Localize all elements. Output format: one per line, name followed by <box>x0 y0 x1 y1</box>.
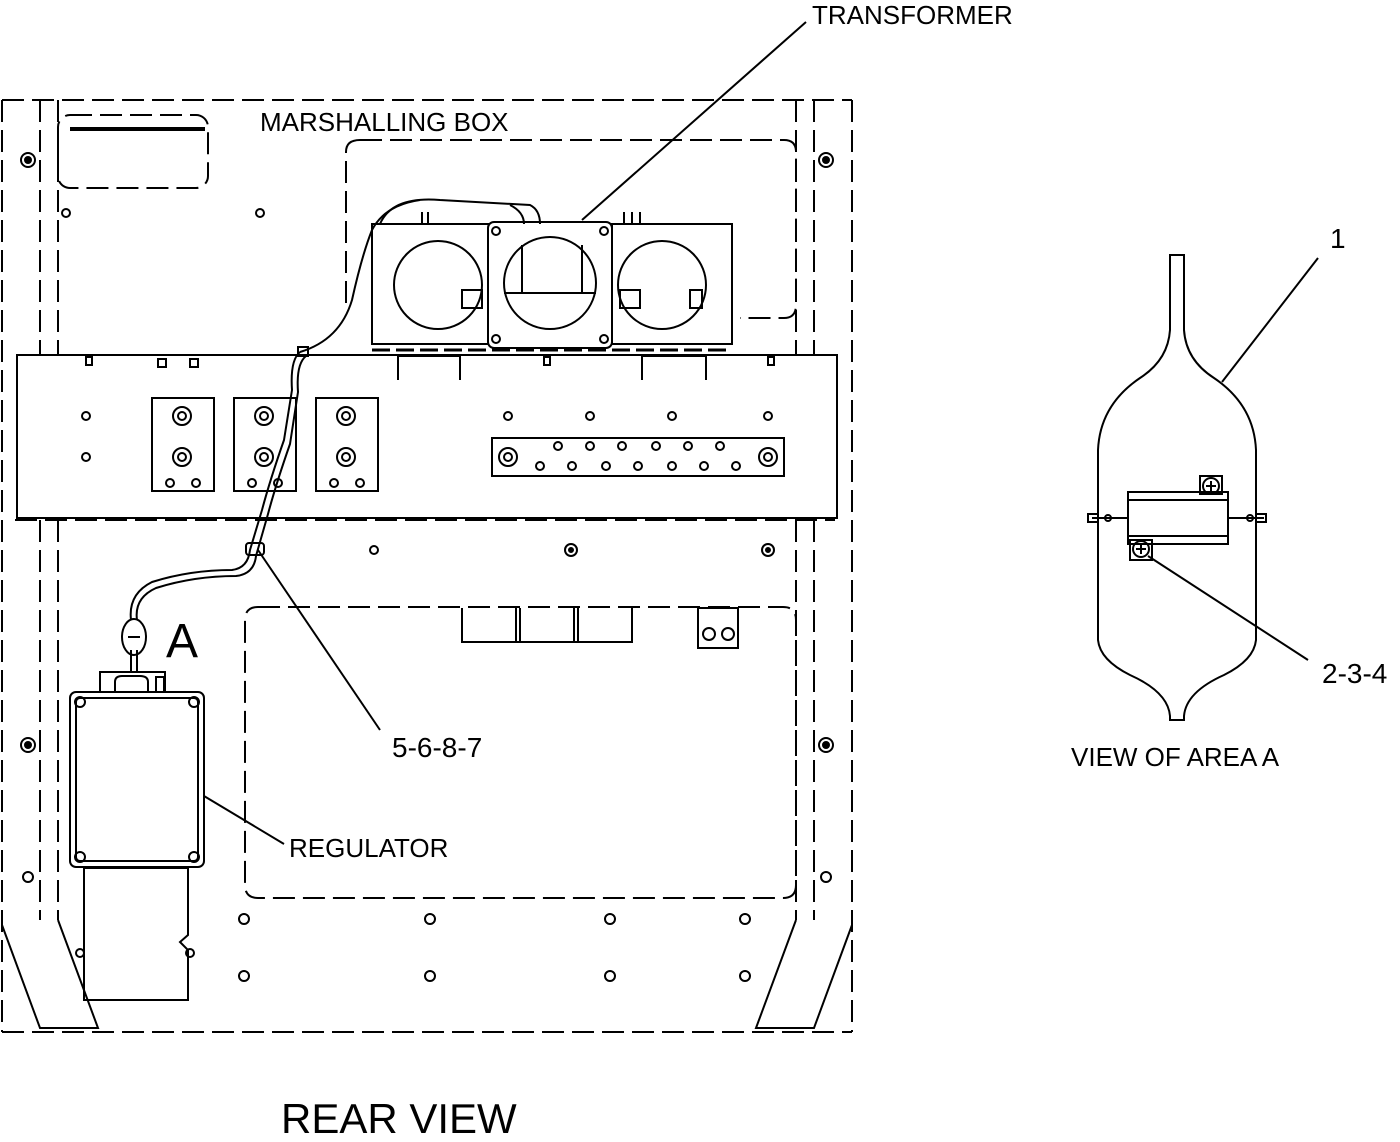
bottom-legs <box>2 920 852 1028</box>
regulator <box>70 672 204 1000</box>
regulator-label: REGULATOR <box>289 833 449 863</box>
view-of-area-a-title: VIEW OF AREA A <box>1071 742 1280 772</box>
frame-bolts <box>21 153 833 981</box>
leader-lines <box>204 22 806 844</box>
plate-holes <box>82 412 772 461</box>
callout-2-3-4: 2-3-4 <box>1322 658 1388 689</box>
detail-view-area-a <box>1088 255 1318 720</box>
callout-1: 1 <box>1330 223 1346 254</box>
lower-opening <box>245 607 796 898</box>
mounting-plate <box>15 355 837 520</box>
wire-harness <box>122 200 420 672</box>
marshalling-box-label: MARSHALLING BOX <box>260 107 509 137</box>
area-a-marker: A <box>166 615 199 668</box>
lower-brackets <box>462 608 738 648</box>
outer-frame <box>2 100 852 1032</box>
callout-5-6-8-7: 5-6-8-7 <box>392 732 483 763</box>
transformer-assembly <box>372 200 732 351</box>
marshalling-box <box>346 140 796 318</box>
transformer-label: TRANSFORMER <box>812 0 1013 30</box>
terminal-blocks <box>152 398 378 491</box>
top-left-cutout <box>58 115 208 188</box>
rear-view-title: REAR VIEW <box>281 1095 517 1142</box>
ground-bar <box>492 438 784 476</box>
